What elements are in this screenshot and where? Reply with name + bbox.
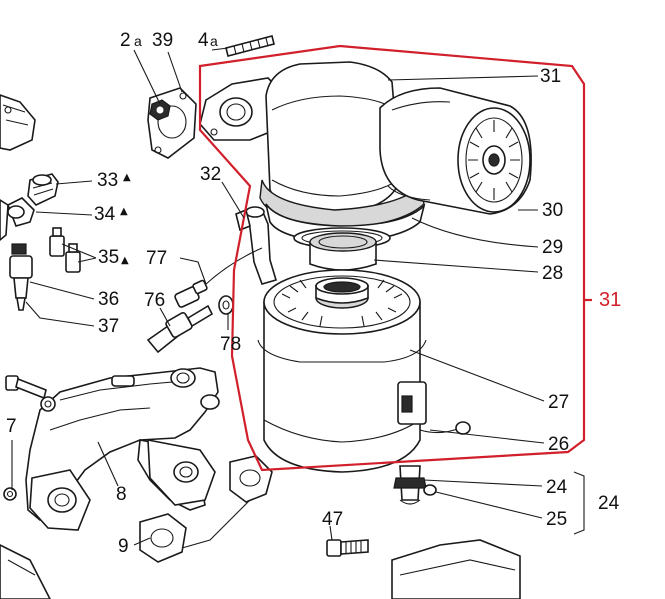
label-31-cover: 31 xyxy=(540,66,561,87)
label-77: 77 xyxy=(146,248,167,269)
triangle-mark-34: ▲ xyxy=(120,206,128,217)
stud-4a xyxy=(225,35,275,57)
gasket-9 xyxy=(139,455,273,563)
label-2a: 2 xyxy=(120,30,131,51)
bowl-vanes xyxy=(281,279,403,327)
gasket-39 xyxy=(147,87,197,159)
label-32: 32 xyxy=(200,164,221,185)
exhaust-manifold-8 xyxy=(25,367,220,531)
label-31-group: 31 xyxy=(599,289,621,311)
label-8: 8 xyxy=(116,484,127,505)
label-24-drain: 24 xyxy=(546,477,568,498)
triangle-mark-33: ▲ xyxy=(123,172,131,183)
label-37: 37 xyxy=(98,316,119,337)
triangle-mark-35: ▲ xyxy=(121,255,129,266)
label-24-group: 24 xyxy=(598,493,620,514)
label-36: 36 xyxy=(98,289,119,310)
label-28: 28 xyxy=(542,263,563,284)
label-26: 26 xyxy=(548,434,569,455)
bolt-47 xyxy=(326,539,369,557)
washer-78 xyxy=(218,295,234,315)
sensor-77 xyxy=(174,247,263,308)
label-25: 25 xyxy=(546,509,567,530)
filter-element-30 xyxy=(379,87,532,215)
label-7: 7 xyxy=(6,416,17,437)
drain-valve-24 xyxy=(393,465,437,505)
callout-labels: 2 a 39 4 a 31 33 ▲ 34 ▲ 35 ▲ 32 30 29 28… xyxy=(6,30,621,557)
label-2a-sub: a xyxy=(134,33,142,49)
sensor-36-37 xyxy=(9,243,33,311)
label-29: 29 xyxy=(542,237,563,258)
sensor-76 xyxy=(146,304,214,354)
label-30: 30 xyxy=(542,200,563,221)
label-34: 34 xyxy=(94,204,116,225)
nut-2a xyxy=(149,99,171,121)
label-39: 39 xyxy=(152,30,173,51)
label-4a-sub: a xyxy=(210,33,218,49)
label-47: 47 xyxy=(322,509,343,530)
filter-element-ribs xyxy=(468,120,520,200)
fitting-33 xyxy=(27,173,59,206)
label-9: 9 xyxy=(118,536,129,557)
leader-lines xyxy=(11,47,585,546)
label-27: 27 xyxy=(548,392,569,413)
label-33: 33 xyxy=(97,170,118,191)
label-35: 35 xyxy=(98,247,119,268)
label-4a: 4 xyxy=(198,30,209,51)
bolt-7 xyxy=(3,375,56,501)
label-78: 78 xyxy=(220,334,241,355)
assembly-31-outline xyxy=(198,44,586,472)
clamp-26 xyxy=(397,381,471,435)
label-76: 76 xyxy=(144,290,165,311)
engine-block-fragment xyxy=(0,94,36,242)
engine-fragment-bottom xyxy=(0,539,521,599)
fitting-34 xyxy=(6,197,35,227)
hose-28 xyxy=(309,232,377,271)
filter-bowl-27 xyxy=(257,269,427,473)
